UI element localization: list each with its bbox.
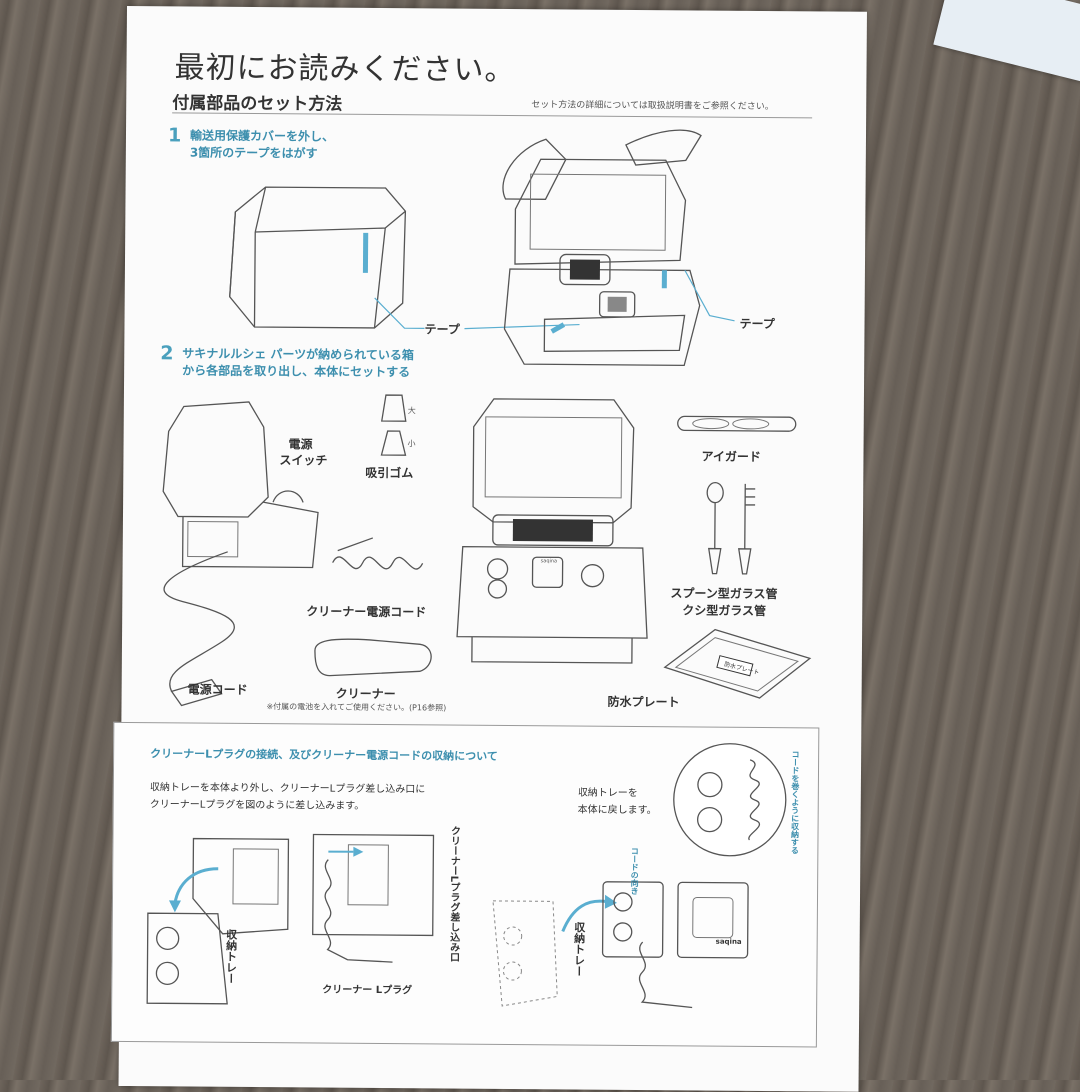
- plug-label: クリーナー Lプラグ: [322, 984, 413, 997]
- size-large-label: 大: [407, 406, 416, 416]
- tray-removal-illustration: [146, 837, 290, 1005]
- side-unit-illustration: [162, 401, 319, 707]
- glass-tubes-illustration: [706, 481, 756, 575]
- cord-direction-label: コードの向き: [630, 846, 640, 896]
- cord-wrap-zoom-illustration: [673, 743, 787, 857]
- suction-rubber-label: 吸引ゴム: [365, 465, 414, 481]
- open-unit-illustration: [502, 129, 702, 367]
- step2-text-line1: サキナルルシェ パーツが納められている箱: [182, 346, 414, 363]
- cleaner-illustration: [314, 638, 432, 677]
- page-title: 最初にお読みください。: [174, 50, 516, 89]
- tray-return-illustration: [492, 881, 749, 1009]
- page-subtitle: 付属部品のセット方法: [172, 93, 343, 115]
- step1-number: 1: [167, 124, 182, 147]
- return-tray-line1: 収納トレーを: [577, 787, 638, 800]
- instruction-sheet: 最初にお読みください。 付属部品のセット方法 セット方法の詳細については取扱説明…: [110, 6, 867, 1092]
- main-unit-illustration: saqina: [456, 398, 648, 664]
- eye-guard-illustration: [677, 415, 797, 432]
- plug-insert-illustration: [312, 833, 435, 963]
- tape-label-right: テープ: [739, 316, 775, 332]
- plug-inlet-label: クリーナーLプラグ差し込み口: [447, 825, 460, 963]
- cleaner-label: クリーナー: [335, 686, 396, 702]
- cleaner-plug-section: クリーナーLプラグの接続、及びクリーナー電源コードの収納について 収納トレーを本…: [110, 721, 820, 1048]
- section-desc-line2: クリーナーLプラグを図のように差し込みます。: [149, 799, 365, 812]
- eye-guard-label: アイガード: [701, 449, 761, 464]
- header-divider: [172, 112, 813, 119]
- section-desc-line1: 収納トレーを本体より外し、クリーナーLプラグ差し込み口に: [149, 782, 426, 796]
- size-small-label: 小: [407, 439, 416, 449]
- power-cord-label: 電源コード: [187, 682, 248, 697]
- suction-rubber-illustration: [380, 394, 407, 456]
- brand-label: saqina: [715, 937, 742, 946]
- comb-tube-label: クシ型ガラス管: [682, 603, 767, 619]
- tray-label-b: 収納トレー: [572, 921, 586, 977]
- battery-note: ※付属の電池を入れてご使用ください。(P16参照): [266, 702, 447, 713]
- step1-text-line2: 3箇所のテープをはがす: [189, 145, 318, 161]
- manual-reference-note: セット方法の詳細については取扱説明書をご参照ください。: [531, 100, 774, 113]
- waterproof-plate-illustration: 防水プレート: [663, 628, 812, 699]
- envelope-corner: [933, 0, 1080, 84]
- unit-brand-mark: saqina: [541, 558, 558, 564]
- step1-text-line1: 輸送用保護カバーを外し、: [189, 128, 335, 144]
- cord-wrap-note: コードを巻くように収納する: [790, 750, 801, 855]
- tray-label-a: 収納トレー: [224, 928, 238, 984]
- cleaner-cord-label: クリーナー電源コード: [306, 604, 427, 620]
- section-title: クリーナーLプラグの接続、及びクリーナー電源コードの収納について: [150, 747, 498, 763]
- waterproof-plate-label: 防水プレート: [607, 694, 680, 710]
- tape-leader-right: [684, 270, 735, 322]
- step2-number: 2: [160, 342, 174, 365]
- power-switch-label-1: 電源: [288, 437, 313, 452]
- step2-text-line2: から各部品を取り出し、本体にセットする: [182, 363, 411, 380]
- closed-unit-illustration: [229, 186, 407, 329]
- cleaner-cord-illustration: [332, 537, 424, 570]
- spoon-tube-label: スプーン型ガラス管: [670, 586, 778, 602]
- power-switch-label-2: スイッチ: [279, 453, 328, 468]
- return-tray-line2: 本体に戻します。: [577, 804, 657, 817]
